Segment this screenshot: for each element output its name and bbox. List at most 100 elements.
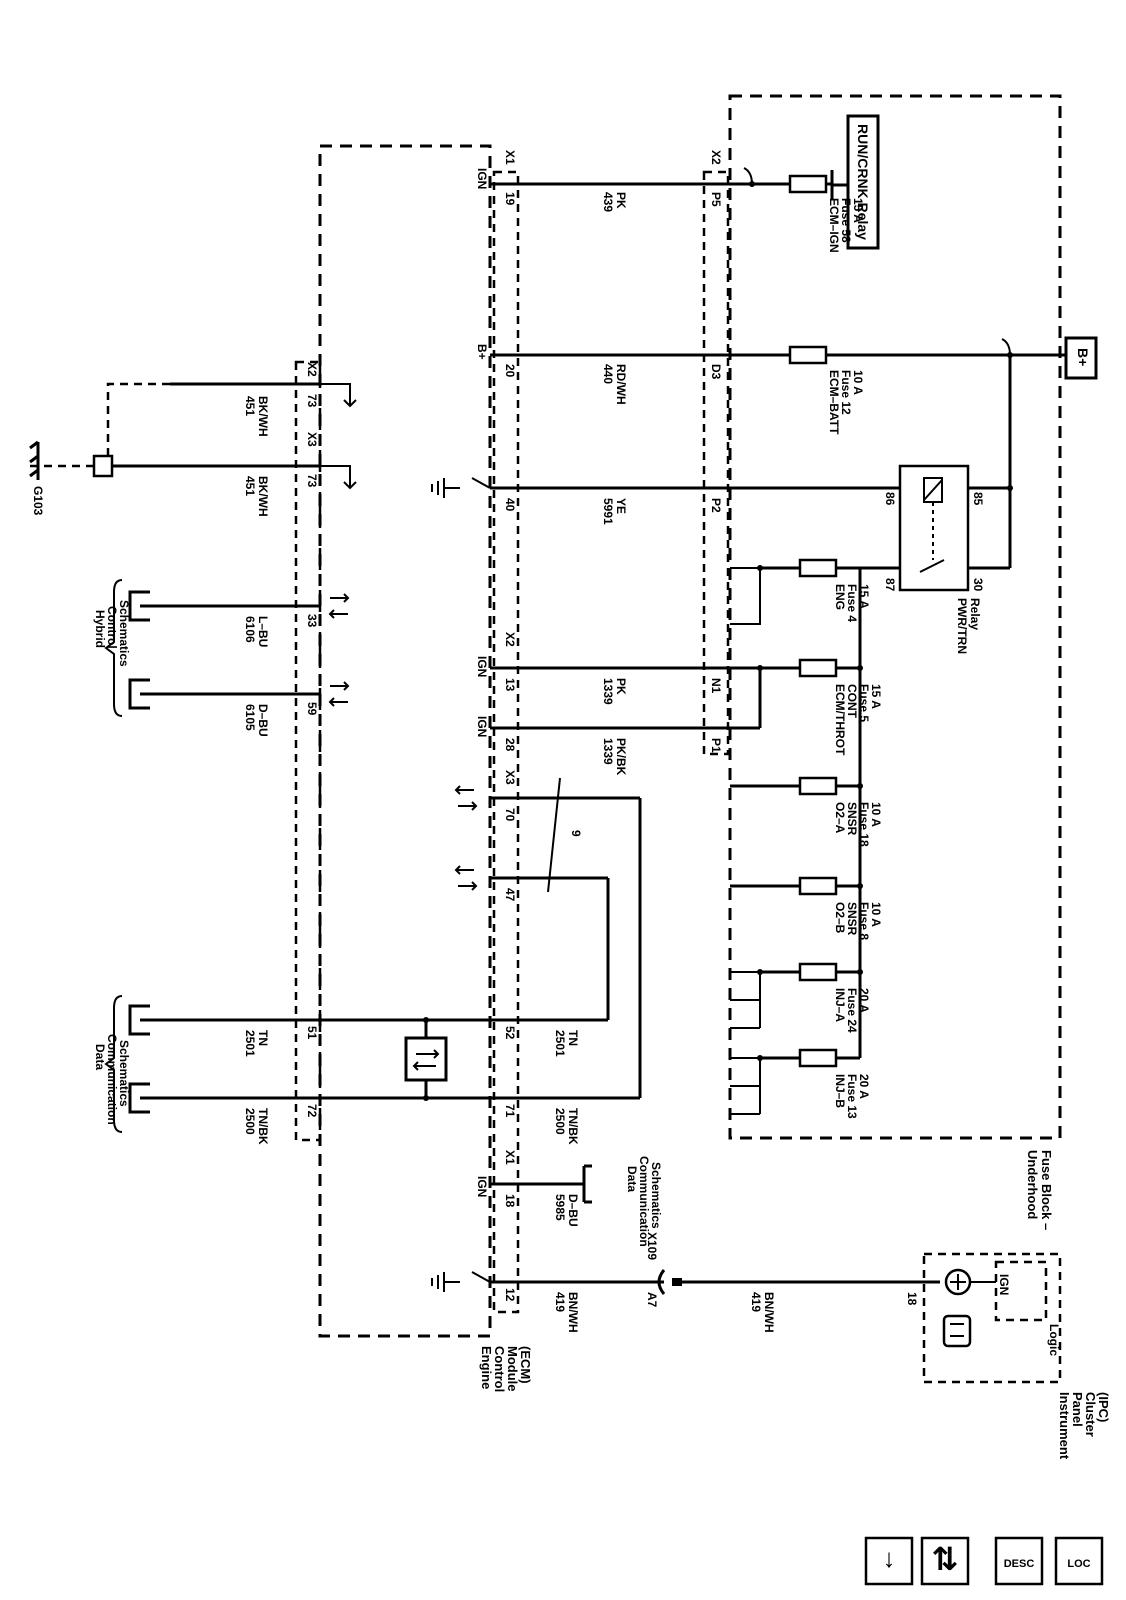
- svg-text:Data Communication Sch: Data Communication Schematics: [625, 1156, 663, 1250]
- svg-text:X1: X1: [503, 1150, 517, 1165]
- svg-text:70: 70: [503, 808, 517, 822]
- ipc-outline: [922, 1252, 1062, 1384]
- svg-text:13: 13: [503, 678, 517, 692]
- svg-text:IGN: IGN: [475, 1176, 489, 1197]
- svg-text:B+: B+: [1075, 348, 1091, 366]
- pwr-trn-relay: 86 85 87 30 PWR/TRN Relay: [860, 464, 1010, 657]
- svg-text:D3: D3: [709, 364, 723, 380]
- svg-text:18: 18: [503, 1194, 517, 1208]
- svg-text:P1: P1: [709, 738, 723, 753]
- svg-text:O2–A SNSR Fuse 18: O2–A SNSR Fuse 18 10 A: [833, 802, 883, 850]
- ipc-logic-box: [994, 1260, 1048, 1322]
- nav-button-description[interactable]: DESC: [994, 1536, 1044, 1586]
- bidirectional-arrow-59: [328, 681, 350, 707]
- svg-text:85: 85: [971, 492, 985, 506]
- fuse-block-outline: [728, 94, 1062, 1140]
- svg-text:RUN/CRNK Relay: RUN/CRNK Relay: [855, 124, 871, 240]
- ground-g103-icon: [29, 440, 40, 480]
- svg-text:19: 19: [503, 192, 517, 206]
- svg-text:IGN: IGN: [475, 168, 489, 189]
- nav-button-location[interactable]: LOC: [1054, 1536, 1104, 1586]
- svg-text:20: 20: [503, 364, 517, 378]
- inline-connector-x109: [657, 1269, 666, 1295]
- svg-text:O2–B SNSR Fuse 8 1: O2–B SNSR Fuse 8 10 A: [833, 902, 883, 943]
- svg-text:51: 51: [305, 1026, 319, 1040]
- twisted-pair-label: 9: [569, 830, 583, 837]
- hybrid-connector: [104, 579, 150, 717]
- svg-text:INJ–A Fuse 24 20 A: INJ–A Fuse 24 20 A: [833, 988, 871, 1036]
- runcrnk-relay-box: RUN/CRNK Relay: [830, 114, 880, 250]
- svg-text:12: 12: [503, 1288, 517, 1302]
- svg-text:2501 TN: 2501 TN: [243, 1030, 270, 1060]
- fuse-ecm-batt: [788, 345, 828, 365]
- svg-text:X109: X109: [645, 1232, 659, 1260]
- svg-text:B+: B+: [475, 344, 489, 360]
- svg-text:47: 47: [503, 888, 517, 902]
- svg-text:ECM–IGN Fuse 58 15 A: ECM–IGN Fuse 58 15 A: [827, 198, 865, 256]
- ecm-outline: [318, 144, 492, 1338]
- svg-text:40: 40: [503, 498, 517, 512]
- nav-button-connector[interactable]: ⇅: [920, 1536, 970, 1586]
- svg-text:419 BN/WH: 419 BN/WH: [553, 1292, 580, 1333]
- battery-positive-box: B+: [1064, 336, 1098, 380]
- svg-text:52: 52: [503, 1026, 517, 1040]
- fuse-inj-a: [798, 962, 838, 982]
- svg-text:1339 PK: 1339 PK: [601, 678, 628, 708]
- svg-text:X3: X3: [503, 770, 517, 785]
- ecm-internal-ground-1: [320, 383, 357, 408]
- svg-text:451 BK/WH: 451 BK/WH: [243, 476, 270, 517]
- svg-text:73: 73: [305, 394, 319, 408]
- ipc-label: Instrument Panel Cluster (IPC): [1057, 1392, 1111, 1463]
- svg-text:86: 86: [883, 492, 897, 506]
- svg-text:419 BN/WH: 419 BN/WH: [749, 1292, 776, 1333]
- svg-text:X2: X2: [305, 362, 319, 377]
- svg-text:X2: X2: [709, 150, 723, 165]
- check-engine-lamp-icon: [942, 1268, 996, 1348]
- fuse-o2a: [798, 776, 838, 796]
- svg-text:IGN: IGN: [475, 656, 489, 677]
- svg-text:ECM/THROT CONT Fuse 5: ECM/THROT CONT Fuse 5 15 A: [833, 684, 883, 759]
- svg-text:72: 72: [305, 1104, 319, 1118]
- svg-text:18: 18: [905, 1292, 919, 1306]
- ecm-connector-strip-right: [492, 170, 520, 1314]
- arrow-down-icon: ↓: [883, 1543, 896, 1573]
- svg-text:INJ–B Fuse 13 20 A: INJ–B Fuse 13 20 A: [833, 1074, 871, 1122]
- svg-text:6105 D–BU: 6105 D–BU: [243, 704, 270, 737]
- svg-text:Logic: Logic: [1047, 1324, 1061, 1356]
- svg-text:ECM–BATT Fuse 12 10 A: ECM–BATT Fuse 12 10 A: [827, 370, 865, 438]
- ground-label: G103: [31, 486, 45, 516]
- svg-text:P2: P2: [709, 498, 723, 513]
- svg-text:73: 73: [305, 474, 319, 488]
- svg-text:1339 PK/BK: 1339 PK/BK: [601, 738, 628, 776]
- bidirectional-arrow-47: [454, 865, 478, 891]
- ecm-internal-ground-2: [320, 465, 357, 490]
- svg-text:2501 TN: 2501 TN: [553, 1030, 580, 1060]
- data-comm-module-symbol: [404, 1020, 448, 1098]
- nav-button-down[interactable]: ↓: [864, 1536, 914, 1586]
- svg-text:2500 TN/BK: 2500 TN/BK: [553, 1108, 580, 1145]
- svg-text:5991 YE: 5991 YE: [601, 498, 628, 528]
- splice-pack: [92, 454, 114, 478]
- svg-text:30: 30: [971, 578, 985, 592]
- svg-text:IGN: IGN: [475, 716, 489, 737]
- ecm-ground-symbol-1: [431, 477, 491, 498]
- fuse-ecm-ign: [788, 174, 828, 194]
- svg-text:5985 D–BU: 5985 D–BU: [553, 1194, 580, 1227]
- datacomm-left-connector: [104, 995, 150, 1133]
- fuse-block-connector-strip: [702, 170, 730, 756]
- svg-text:IGN: IGN: [997, 1274, 1011, 1295]
- svg-text:PWR/TRN Relay: PWR/TRN Relay: [955, 598, 982, 657]
- fuse-o2b: [798, 876, 838, 896]
- svg-text:X1: X1: [503, 150, 517, 165]
- svg-text:X2: X2: [503, 632, 517, 647]
- ecm-ground-symbol-2: [431, 1271, 491, 1292]
- fuse-inj-b: [798, 1048, 838, 1068]
- svg-text:59: 59: [305, 702, 319, 716]
- bidirectional-arrow-33: [328, 593, 350, 619]
- svg-text:71: 71: [503, 1104, 517, 1118]
- fuse-eng: [798, 558, 838, 578]
- svg-text:33: 33: [305, 614, 319, 628]
- bidirectional-arrow-70: [454, 785, 478, 811]
- svg-text:87: 87: [883, 578, 897, 592]
- connector-view-icon: ⇅: [932, 1541, 959, 1577]
